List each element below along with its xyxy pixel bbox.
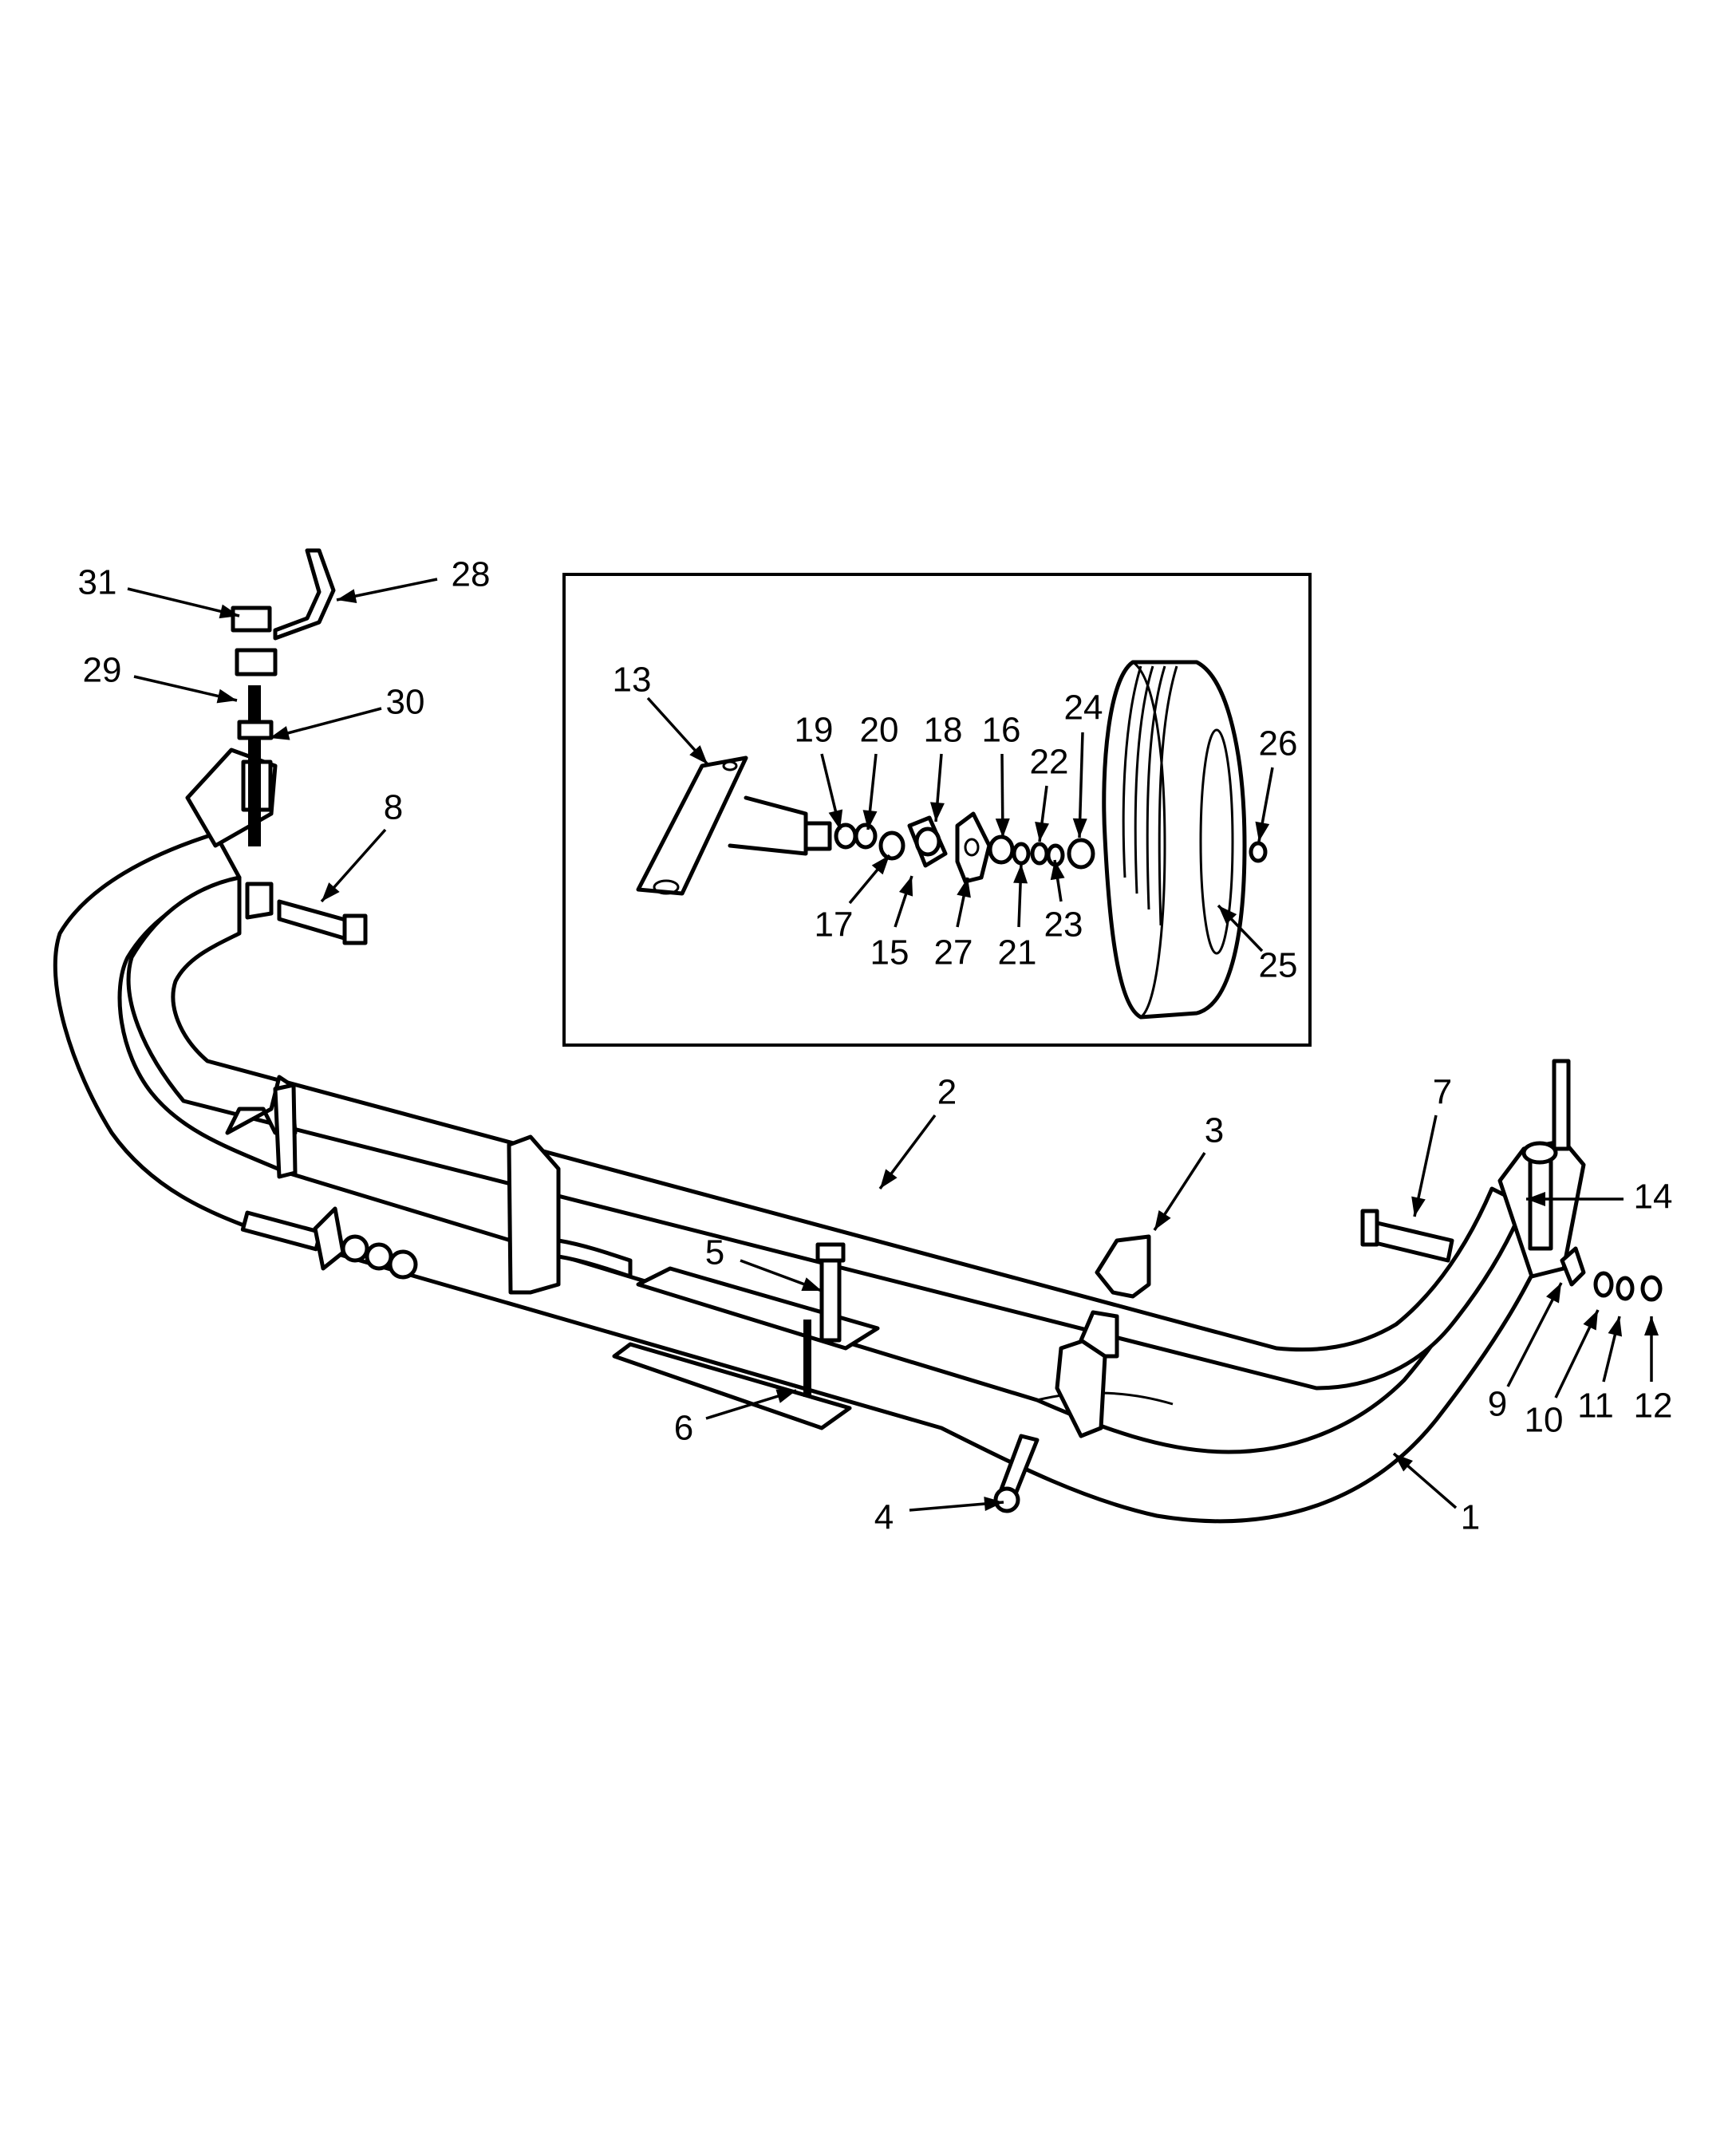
pivot-bolt: [1360, 1209, 1454, 1263]
callout-14: 14: [1634, 1178, 1673, 1217]
tire: [1102, 660, 1247, 1020]
leader-arrowhead-28: [337, 589, 357, 603]
callout-28: 28: [452, 555, 491, 594]
callout-6: 6: [674, 1409, 693, 1448]
callout-22: 22: [1030, 743, 1069, 782]
leader-arrowhead-16: [995, 818, 1010, 838]
left-mount-bracket: [225, 1075, 298, 1179]
callout-3: 3: [1205, 1111, 1224, 1150]
leader-arrowhead-18: [930, 802, 945, 822]
right-hardware: [1560, 1246, 1663, 1302]
leader-arrowhead-22: [1035, 822, 1049, 842]
center-plate: [507, 1134, 633, 1295]
callout-labels: 1 2 3 4 5 6 7 8 9 10 11 12 13 14 15 16 1…: [78, 555, 1673, 1537]
lower-bolt: [993, 1434, 1040, 1513]
callout-2: 2: [937, 1073, 957, 1112]
wheel-inset-box: [562, 573, 1312, 1047]
vertical-bolt: [815, 1242, 846, 1343]
leader-arrowhead-2: [880, 1169, 898, 1189]
callout-leaders: [127, 578, 1659, 1512]
leader-arrowhead-27: [957, 878, 971, 898]
leader-arrowhead-21: [1013, 864, 1028, 884]
tube-clip: [1095, 1234, 1151, 1299]
callout-10: 10: [1525, 1401, 1564, 1440]
callout-24: 24: [1064, 688, 1103, 728]
callout-19: 19: [795, 711, 834, 750]
leader-arrowhead-15: [898, 876, 913, 897]
leader-arrowhead-6: [775, 1389, 796, 1403]
callout-21: 21: [998, 933, 1037, 972]
wheel-hub-parts: [803, 811, 1268, 884]
leader-arrowhead-5: [801, 1277, 822, 1292]
callout-18: 18: [924, 711, 963, 750]
leader-line-30: [269, 707, 382, 740]
leader-arrowhead-10: [1583, 1310, 1598, 1331]
callout-11: 11: [1577, 1387, 1614, 1426]
callout-16: 16: [982, 711, 1021, 750]
leader-arrowhead-25: [1218, 905, 1237, 925]
leader-arrowhead-19: [828, 809, 843, 830]
leader-arrowhead-7: [1411, 1196, 1426, 1217]
callout-29: 29: [83, 651, 122, 690]
leader-arrowhead-17: [871, 855, 890, 875]
leader-arrowhead-12: [1644, 1316, 1659, 1335]
leader-arrowhead-29: [216, 688, 237, 704]
leader-arrowhead-8: [322, 882, 340, 901]
right-mount-bracket: [1055, 1310, 1119, 1438]
leader-line-9: [1506, 1282, 1563, 1387]
leader-arrowhead-1: [1394, 1454, 1414, 1472]
leader-line-31: [127, 587, 240, 617]
callout-1: 1: [1461, 1498, 1480, 1537]
callout-27: 27: [934, 933, 973, 972]
callout-23: 23: [1044, 905, 1083, 945]
leader-arrowhead-20: [862, 810, 878, 830]
leader-arrowhead-14: [1526, 1192, 1545, 1206]
leader-arrowhead-31: [219, 604, 239, 619]
leader-arrowhead-23: [1050, 860, 1065, 881]
hitch-pin: [277, 899, 368, 945]
caster-bracket: [636, 755, 808, 896]
leader-arrowhead-3: [1154, 1209, 1171, 1230]
leader-arrowhead-30: [270, 726, 290, 740]
callout-4: 4: [874, 1498, 894, 1537]
callout-31: 31: [78, 563, 117, 602]
callout-7: 7: [1433, 1073, 1452, 1112]
callout-30: 30: [386, 683, 425, 722]
callout-13: 13: [613, 661, 652, 700]
callout-5: 5: [705, 1233, 724, 1272]
callout-12: 12: [1634, 1387, 1673, 1426]
left-bolt-hardware: [240, 1206, 418, 1280]
right-spindle-arm: [1497, 1059, 1586, 1279]
leader-arrowhead-9: [1546, 1283, 1561, 1304]
leader-arrowhead-11: [1608, 1316, 1623, 1337]
callout-15: 15: [870, 933, 909, 972]
callout-25: 25: [1259, 946, 1298, 985]
leader-arrowhead-4: [984, 1497, 1004, 1511]
callout-8: 8: [384, 788, 403, 827]
callout-9: 9: [1488, 1385, 1507, 1424]
leader-arrowhead-24: [1072, 818, 1087, 838]
leader-arrowhead-26: [1255, 821, 1270, 842]
callout-17: 17: [815, 905, 854, 945]
callout-26: 26: [1259, 724, 1298, 763]
callout-20: 20: [860, 711, 899, 750]
jack-screw-assembly: [231, 548, 336, 846]
leader-arrowhead-13: [689, 745, 708, 764]
